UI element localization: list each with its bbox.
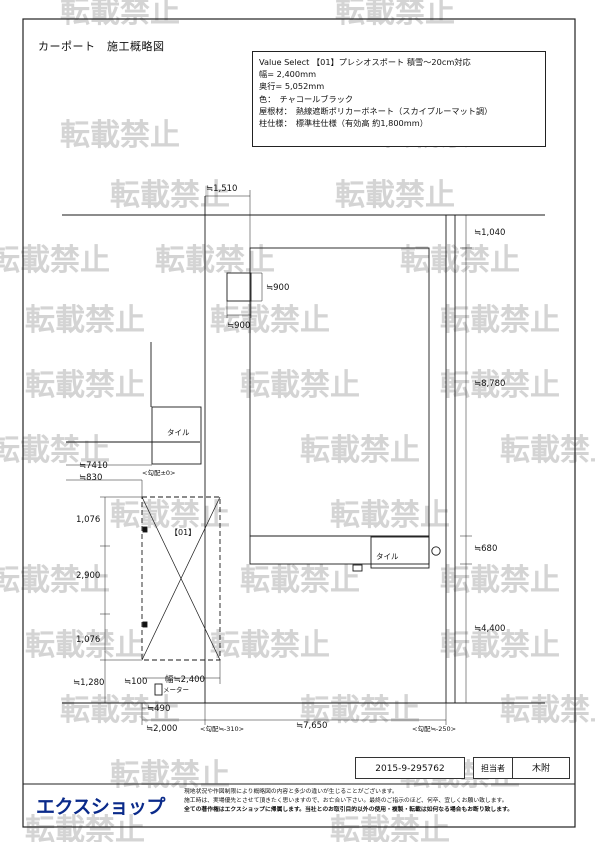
watermark: 転載禁止 [240,563,360,598]
dim-4400: ≒4,400 [474,624,505,634]
spec-width: 幅= 2,400mm [259,69,317,80]
spec-roof: 屋根材： 熱線遮断ポリカーボネート（スカイブルーマット調） [259,105,493,116]
tile-label-left: タイル [167,428,190,437]
watermark: 転載禁止 [60,118,180,153]
watermark: 転載禁止 [440,303,560,338]
dim-830: ≒830 [79,473,102,483]
watermark: 転載禁止 [440,563,560,598]
watermark: 転載禁止 [440,628,560,663]
watermark: 転載禁止 [60,0,180,30]
brand-logo: エクスショップ [36,792,165,819]
spec-depth: 奥行= 5,052mm [259,81,325,92]
watermark: 転載禁止 [0,563,110,598]
meter-label: メーター [163,685,189,694]
meter-box [154,683,163,696]
spec-box: Value Select 【01】プレシオスポート 積雪～20cm対応 幅= 2… [252,51,546,147]
tile-pad-right [370,536,430,569]
dim-1040: ≒1,040 [474,228,505,238]
bay-box [226,272,252,302]
dim-2900: 2,900 [76,571,100,581]
tile-label-right: タイル [376,552,399,561]
dim-100: ≒100 [124,677,147,687]
watermark: 転載禁止 [335,0,455,30]
watermark: 転載禁止 [500,693,595,728]
watermark: 転載禁止 [210,303,330,338]
plan-drawing [62,190,545,725]
brand-logo-text: エクスショップ [36,796,165,818]
watermark: 転載禁止 [335,178,455,213]
carport-id-label: 【01】 [170,528,196,537]
watermark: 転載禁止 [25,368,145,403]
watermark: 転載禁止 [110,758,230,793]
watermark: 転載禁止 [60,693,180,728]
watermark: 転載禁止 [330,498,450,533]
watermark: 転載禁止 [155,243,275,278]
person-label: 担当者 [473,757,513,779]
dim-490: ≒490 [147,704,170,714]
dim-1280: ≒1,280 [73,678,104,688]
slope-0-label: <勾配±0> [142,468,175,477]
watermark: 転載禁止 [500,433,595,468]
watermark: 転載禁止 [240,368,360,403]
person-name: 木附 [512,757,570,779]
dim-7410: ≒7410 [79,461,108,471]
dim-1510: ≒1,510 [206,184,237,194]
tile-pad-left [151,406,202,465]
footer-table: 2015-9-295762 担当者 木附 [355,757,570,779]
dim-8780: ≒8,780 [474,379,505,389]
watermark: 転載禁止 [0,243,110,278]
spec-pillar: 柱仕様： 標準柱仕様（有効高 約1,800mm） [259,117,428,128]
watermark: 転載禁止 [25,303,145,338]
notice-line: 施工時は、実場優先とさせて頂きたく思いますので、お亡合い下さい。最終のご指示のほ… [184,798,508,804]
drawing-labels: ≒1,510 ≒900 ≒900 ≒1,040 ≒8,780 ≒680 ≒4,4… [73,184,505,734]
watermark: 転載禁止 [300,433,420,468]
notice-line: 全ての著作権はエクスショップに帰属します。当社とのお取引目的以外の使用・複製・転… [184,807,514,813]
dim-900b: ≒900 [227,321,250,331]
watermark: 転載禁止 [110,498,230,533]
watermark: 転載禁止 [110,178,230,213]
outer-border [22,18,576,828]
slope-250-label: <勾配≒-250> [412,724,456,733]
dim-1076b: 1,076 [76,635,100,645]
dim-2000: ≒2,000 [146,724,177,734]
watermark: 転載禁止 [440,368,560,403]
notice-line: 現地状況や作図制限により概略図の内容と多少の違いが生じることがございます。 [184,789,398,795]
watermark: 転載禁止 [210,628,330,663]
watermark: 転載禁止 [400,243,520,278]
carport-outline [141,496,221,661]
dim-900a: ≒900 [266,283,289,293]
dim-1076a: 1,076 [76,515,100,525]
spec-color: 色： チャコールブラック [259,93,354,104]
doc-number: 2015-9-295762 [355,757,465,779]
dim-7650: ≒7,650 [296,721,327,731]
notice-block: 現地状況や作図制限により概略図の内容と多少の違いが生じることがございます。 施工… [184,788,562,815]
watermark: 転載禁止 [0,433,110,468]
watermark: 転載禁止 [25,628,145,663]
watermark: 転載禁止 [300,693,420,728]
drawing-title: カーポート 施工概略図 [38,40,165,53]
spec-product: Value Select 【01】プレシオスポート 積雪～20cm対応 [259,57,471,67]
slope-310-label: <勾配≒-310> [200,724,244,733]
dim-680: ≒680 [474,544,497,554]
dim-width-2400: 幅≒2,400 [165,674,205,685]
